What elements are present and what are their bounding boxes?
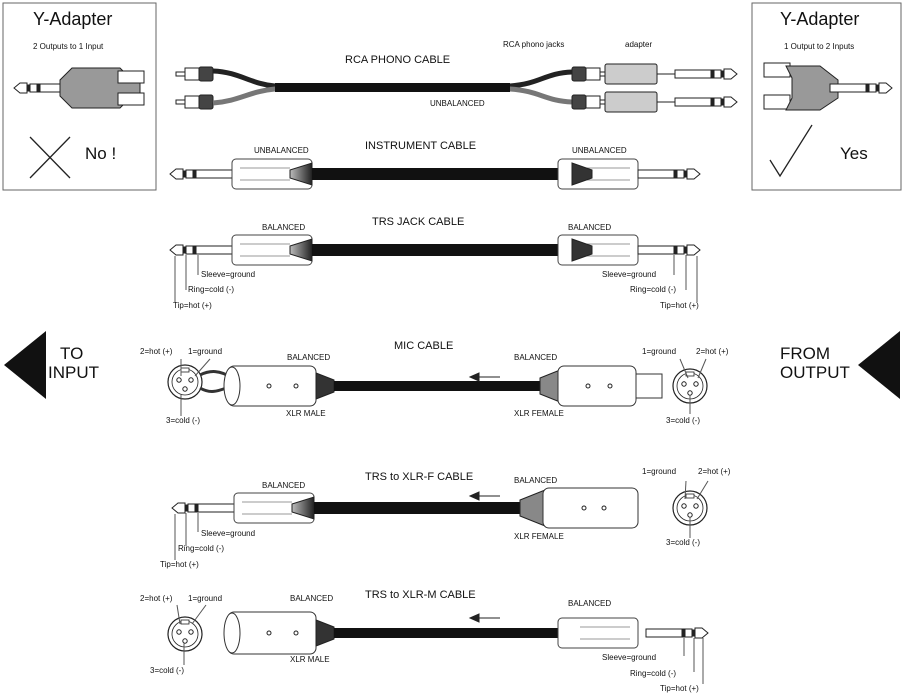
instrument-cable (169, 158, 700, 190)
y-adapter-left-plug (13, 67, 145, 109)
to-label: TO (60, 344, 84, 363)
mic-left-label: BALANCED (287, 353, 331, 362)
trs-xlrm-sleeve: Sleeve=ground (602, 653, 657, 662)
mic-right-pin3: 3=cold (-) (666, 416, 701, 425)
mic-cable (167, 358, 708, 416)
trs-right-tip: Tip=hot (+) (660, 301, 699, 310)
instrument-cable-title: INSTRUMENT CABLE (365, 140, 477, 152)
rca-balance-label: UNBALANCED (430, 99, 485, 108)
instrument-left-label: UNBALANCED (254, 146, 309, 155)
y-adapter-right-subtitle: 1 Output to 2 Inputs (784, 42, 855, 51)
from-label: FROM (780, 344, 831, 363)
trs-left-label: BALANCED (262, 223, 306, 232)
rca-adapter-label: adapter (625, 40, 653, 49)
y-adapter-right-verdict: Yes (840, 144, 868, 163)
trs-xlrf-pin1: 1=ground (642, 467, 677, 476)
mic-right-pin2: 2=hot (+) (696, 347, 729, 356)
trs-xlrm-male-label: XLR MALE (290, 655, 330, 664)
trs-xlrm-title: TRS to XLR-M CABLE (365, 589, 476, 601)
from-output-arrow-icon (858, 331, 900, 399)
trs-xlrm-ring: Ring=cold (-) (630, 669, 677, 678)
trs-left-ring: Ring=cold (-) (188, 285, 235, 294)
mic-male-label: XLR MALE (286, 409, 326, 418)
rca-cable (175, 63, 737, 113)
trs-xlrm-tip: Tip=hot (+) (660, 684, 699, 693)
trs-xlrf-title: TRS to XLR-F CABLE (365, 471, 474, 483)
mic-left-pin3: 3=cold (-) (166, 416, 201, 425)
y-adapter-left-subtitle: 2 Outputs to 1 Input (33, 42, 104, 51)
y-adapter-right-title: Y-Adapter (780, 9, 860, 29)
rca-jacks-label: RCA phono jacks (503, 40, 565, 49)
mic-female-label: XLR FEMALE (514, 409, 564, 418)
trs-cable-title: TRS JACK CABLE (372, 216, 465, 228)
input-label: INPUT (48, 363, 99, 382)
check-mark-icon (769, 124, 813, 178)
trs-xlrf-tip: Tip=hot (+) (160, 560, 199, 569)
trs-xlrf-right-label: BALANCED (514, 476, 558, 485)
mic-cable-title: MIC CABLE (394, 340, 454, 352)
trs-cable (169, 234, 700, 302)
trs-xlrf-pin3: 3=cold (-) (666, 538, 701, 547)
mic-left-pin2: 2=hot (+) (140, 347, 173, 356)
trs-right-label: BALANCED (568, 223, 612, 232)
trs-left-sleeve: Sleeve=ground (201, 270, 256, 279)
trs-xlrm-cable (167, 604, 708, 684)
trs-right-sleeve: Sleeve=ground (602, 270, 657, 279)
y-adapter-left-title: Y-Adapter (33, 9, 113, 29)
trs-xlrm-pin2: 2=hot (+) (140, 594, 173, 603)
rca-cable-title: RCA PHONO CABLE (345, 54, 451, 66)
mic-right-pin1: 1=ground (642, 347, 677, 356)
trs-xlrm-right-label: BALANCED (568, 599, 612, 608)
trs-xlrf-left-label: BALANCED (262, 481, 306, 490)
trs-xlrf-female-label: XLR FEMALE (514, 532, 564, 541)
mic-left-pin1: 1=ground (188, 347, 223, 356)
output-label: OUTPUT (780, 363, 850, 382)
trs-xlrm-pin1: 1=ground (188, 594, 223, 603)
trs-xlrm-left-label: BALANCED (290, 594, 334, 603)
y-adapter-left-verdict: No ! (85, 144, 117, 163)
to-input-arrow-icon (4, 331, 46, 399)
trs-xlrf-pin2: 2=hot (+) (698, 467, 731, 476)
trs-xlrf-sleeve: Sleeve=ground (201, 529, 256, 538)
trs-xlrm-pin3: 3=cold (-) (150, 666, 185, 675)
y-adapter-right-plug (763, 62, 892, 111)
instrument-right-label: UNBALANCED (572, 146, 627, 155)
trs-left-tip: Tip=hot (+) (173, 301, 212, 310)
trs-right-ring: Ring=cold (-) (630, 285, 677, 294)
mic-right-label: BALANCED (514, 353, 558, 362)
trs-xlrf-ring: Ring=cold (-) (178, 544, 225, 553)
trs-xlrf-cable (171, 480, 709, 560)
cross-mark-icon (29, 136, 71, 179)
